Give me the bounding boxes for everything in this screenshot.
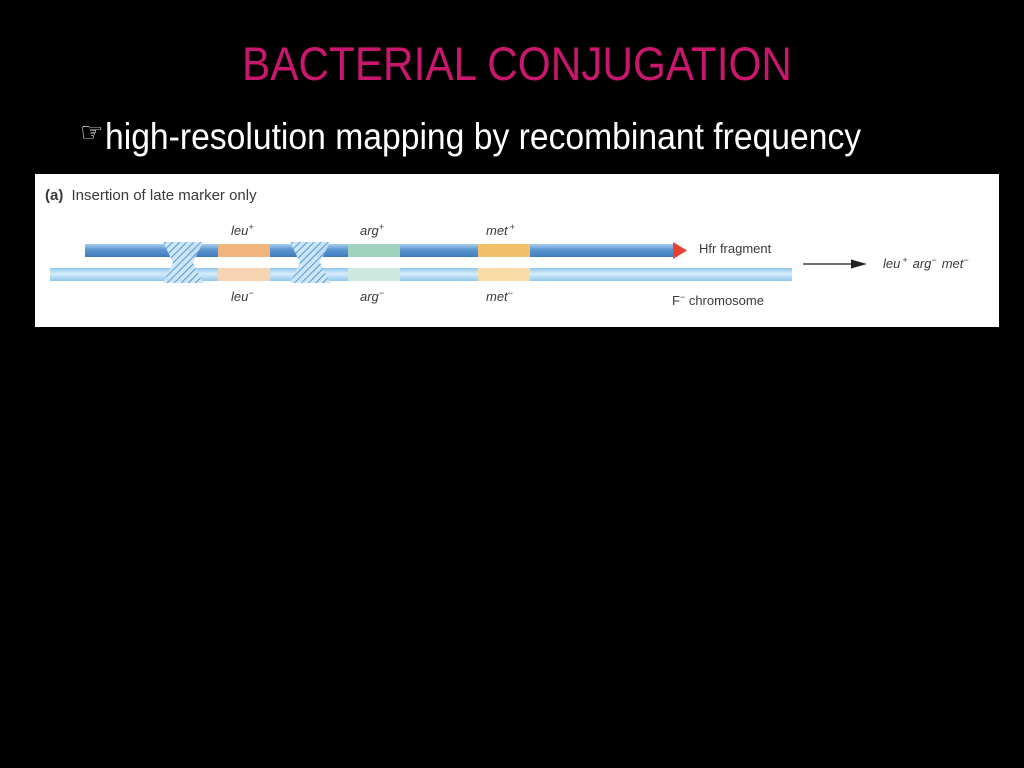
result-genotype: leu+arg−met− (883, 255, 969, 271)
recipient-leu-label: leu− (231, 288, 254, 304)
panel-caption: Insertion of late marker only (72, 187, 258, 204)
hfr-arg-gene (348, 244, 400, 257)
hfr-leu-gene (218, 244, 270, 257)
hfr-leu-label: leu+ (231, 222, 254, 238)
recipient-met-label: met− (486, 288, 513, 304)
hfr-arg-label: arg+ (360, 222, 384, 238)
svg-text:(a) Insertion of late ma: (a) Insertion of late marker only (45, 187, 257, 204)
pointing-hand-icon: ☞ (80, 118, 103, 148)
crossover-right-icon (290, 242, 330, 283)
recipient-met-gene (478, 268, 530, 281)
hfr-met-label: met+ (486, 222, 515, 238)
slide-title: BACTERIAL CONJUGATION (52, 34, 983, 94)
result-arrow-icon (803, 260, 867, 269)
bullet-line: ☞ high-resolution mapping by recombinant… (80, 112, 936, 162)
conjugation-diagram: (a) Insertion of late marker only (35, 174, 999, 327)
conjugation-figure-panel: (a) Insertion of late marker only (35, 174, 999, 327)
hfr-arrowhead-icon (673, 242, 687, 259)
hfr-met-gene (478, 244, 530, 257)
crossover-left-icon (163, 242, 203, 283)
recipient-arg-label: arg− (360, 288, 384, 304)
hfr-fragment-label: Hfr fragment (699, 241, 772, 256)
bullet-text: high-resolution mapping by recombinant f… (105, 116, 861, 158)
recipient-leu-gene (218, 268, 270, 281)
recipient-chromosome-strand (50, 268, 792, 281)
recipient-arg-gene (348, 268, 400, 281)
panel-letter: (a) (45, 187, 63, 204)
recipient-chromosome-label: F− chromosome (672, 292, 764, 308)
